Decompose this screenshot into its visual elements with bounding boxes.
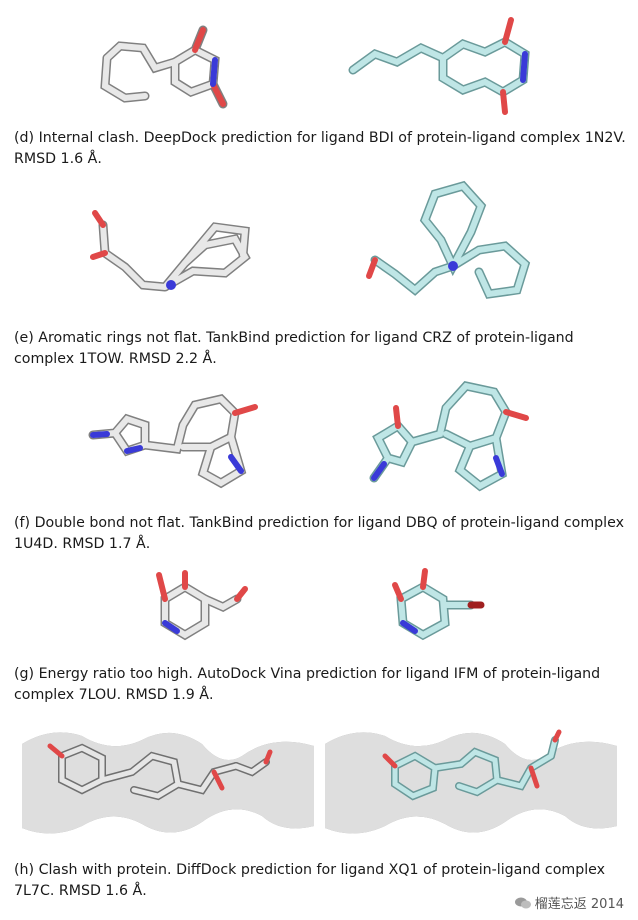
panel-f-caption: (f) Double bond not flat. TankBind predi… (14, 515, 624, 552)
panel-h-caption: (h) Clash with protein. DiffDock predict… (14, 862, 606, 899)
ligand-prediction-image (90, 210, 251, 292)
ligand-prediction-image (100, 25, 228, 109)
watermark: 榴莲忘返 2014 (514, 893, 624, 912)
panel-g-caption: (g) Energy ratio too high. AutoDock Vina… (14, 666, 601, 703)
panel-d-caption: (d) Internal clash. DeepDock prediction … (14, 130, 626, 167)
protein-surface-reference-image (325, 716, 617, 846)
ligand-prediction-image (156, 570, 248, 641)
protein-surface-prediction-image (22, 716, 314, 846)
ligand-reference-image (366, 180, 531, 299)
ligand-prediction-image (88, 394, 258, 489)
watermark-text: 榴莲忘返 2014 (534, 897, 624, 912)
ligand-reference-image (392, 568, 485, 641)
ligand-reference-image (348, 17, 530, 115)
panel-e-caption: (e) Aromatic rings not flat. TankBind pr… (14, 330, 574, 367)
ligand-reference-image (369, 381, 529, 492)
wechat-icon (514, 897, 531, 909)
